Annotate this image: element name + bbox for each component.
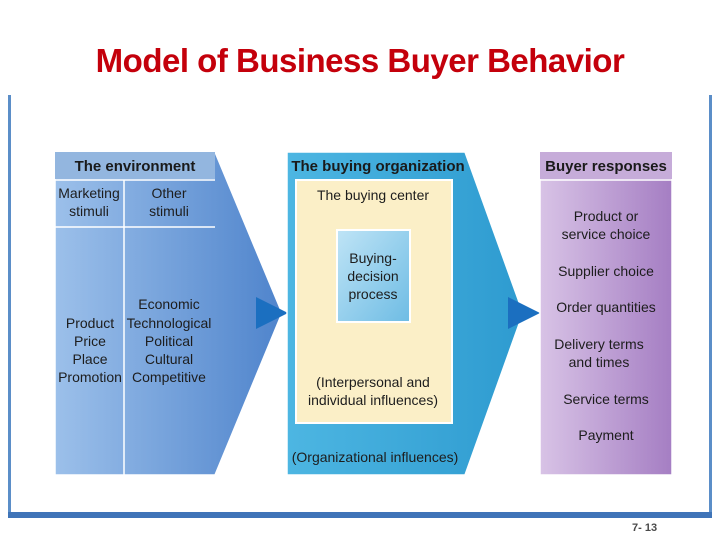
other-stimulus-item: Competitive xyxy=(132,369,206,385)
other-stimulus-item: Economic xyxy=(138,296,199,312)
buying-decision-process-line: Buying- xyxy=(349,250,397,266)
other-stimulus-item: Cultural xyxy=(145,351,193,367)
response-item: and times xyxy=(569,354,630,370)
interpersonal-influences-line: (Interpersonal and xyxy=(316,374,430,390)
buying-decision-process-line: decision xyxy=(347,268,398,284)
buying-center-header: The buying center xyxy=(317,187,429,203)
marketing-stimulus-item: Price xyxy=(74,333,106,349)
marketing-stimulus-item: Place xyxy=(72,351,107,367)
slide-title: Model of Business Buyer Behavior xyxy=(95,42,625,79)
environment-block xyxy=(54,151,283,476)
buyer-responses-block xyxy=(539,151,673,476)
response-item: service choice xyxy=(562,226,651,242)
responses-header: Buyer responses xyxy=(545,158,667,175)
interpersonal-influences-line: individual influences) xyxy=(308,392,438,408)
environment-header: The environment xyxy=(75,158,196,175)
marketing-stimuli-header-line-2: stimuli xyxy=(69,203,109,219)
organizational-influences-label: (Organizational influences) xyxy=(292,449,459,465)
organization-header: The buying organization xyxy=(291,158,464,175)
other-stimuli-header-line-2: stimuli xyxy=(149,203,189,219)
response-item: Supplier choice xyxy=(558,263,654,279)
response-item: Service terms xyxy=(563,391,649,407)
other-stimulus-item: Political xyxy=(145,333,193,349)
marketing-stimulus-item: Promotion xyxy=(58,369,122,385)
marketing-stimulus-item: Product xyxy=(66,315,114,331)
other-stimuli-header-line-1: Other xyxy=(151,185,186,201)
response-item: Product or xyxy=(574,208,639,224)
marketing-stimuli-header-line-1: Marketing xyxy=(58,185,119,201)
footer-bar xyxy=(8,512,712,518)
page-number: 7- 13 xyxy=(632,522,658,534)
response-item: Delivery terms xyxy=(554,336,643,352)
buying-organization-block xyxy=(286,151,524,476)
response-item: Payment xyxy=(578,427,633,443)
buying-decision-process-line: process xyxy=(348,286,397,302)
other-stimulus-item: Technological xyxy=(127,315,212,331)
response-item: Order quantities xyxy=(556,299,656,315)
